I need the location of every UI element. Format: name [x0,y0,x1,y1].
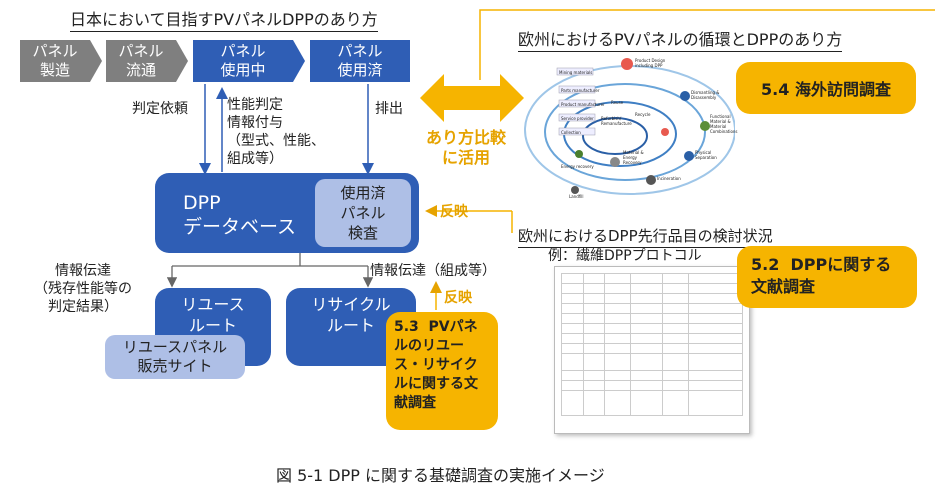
used-panel-inspection: 使用済 パネル 検査 [315,179,411,247]
callout-5-2: 5.2 DPPに関する 文献調査 [737,246,917,308]
eu-items-subtitle: 例：繊維DPPプロトコル [548,248,702,264]
protocol-table [561,273,744,416]
figure-caption: 図 5-1 DPP に関する基礎調査の実施イメージ [276,466,605,485]
step-panel-used: パネル 使用済 [310,40,410,82]
label-discharge: 排出 [375,101,403,117]
label-product-design: Product Design including DPP [635,58,666,68]
label-dismantling: Dismantling & Disassembly [691,90,720,100]
label-judgment-request: 判定依頼 [132,101,188,117]
label-service: Service provider [561,116,594,121]
chevron-tip-2 [176,40,188,82]
reuse-panel-sales-site: リユースパネル 販売サイト [105,335,245,379]
step-panel-manufacture: パネル 製造 [20,40,90,82]
dpp-database: DPP データベース 使用済 パネル 検査 [155,173,419,253]
step-panel-distribution: パネル 流通 [106,40,176,82]
label-product: Product manufacturer [561,102,605,107]
chevron-tip-3 [293,40,305,82]
label-recycle: Recycle [635,112,651,117]
label-reuse: Reuse [611,100,624,105]
label-info-transfer-left: 情報伝達 （残存性能等の 判定結果） [34,263,132,315]
label-physical: Physical Separation [695,150,717,160]
chevron-tip-1 [90,40,102,82]
label-incineration: Incineration [657,176,681,181]
label-landfill: Landfill [569,194,584,199]
compare-usage-label: あり方比較 に活用 [426,128,507,167]
left-title: 日本において目指すPVパネルDPPのあり方 [70,6,378,32]
label-parts: Parts manufacturer [561,88,600,93]
textile-dpp-protocol-document [554,266,750,434]
label-info-transfer-right: 情報伝達（組成等） [370,263,496,279]
right-title: 欧州におけるPVパネルの循環とDPPのあり方 [518,26,843,52]
label-functional: Functional Material & Material Combinati… [710,114,738,134]
label-collection: Collection [561,130,581,135]
step-panel-in-use: パネル 使用中 [193,40,293,82]
label-material-energy: Material & Energy Recovery [623,150,644,165]
label-refurbish: Refurbish/ Remanufacture [601,116,632,126]
label-energy: Energy recovery [561,164,594,169]
circular-economy-graphic [524,58,736,195]
eu-circular-diagram: Product Design including DPP Dismantling… [515,52,738,200]
label-mining: Mining materials [559,70,593,75]
label-performance-judgment: 性能判定 情報付与 （型式、性能、 組成等） [227,97,325,167]
dpp-database-title: DPP データベース [183,192,297,238]
callout-5-3: 5.3 PVパネ ルのリユー ス・リサイク ルに関する文 献調査 [386,312,498,430]
eu-items-title: 欧州におけるDPP先行品目の検討状況 [518,225,773,248]
reflect-label-bottom: 反映 [444,290,472,306]
reflect-label-top: 反映 [440,204,468,220]
callout-5-4: 5.4 海外訪問調査 [736,62,916,114]
